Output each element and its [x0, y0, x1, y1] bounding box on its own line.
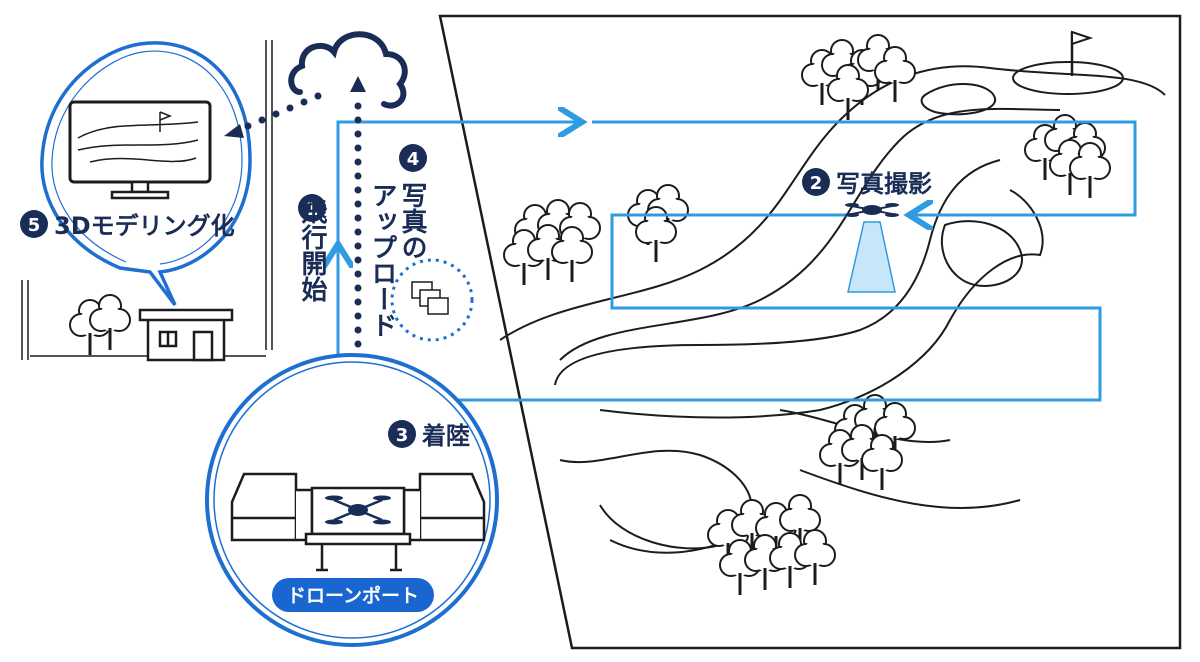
cloud-icon: [288, 31, 408, 109]
step-5: 5 3Dモデリング化: [20, 210, 235, 240]
step-4: 4 写真の アップロード: [367, 144, 427, 338]
step-2-number: 2: [810, 173, 823, 194]
step-3: 3 着陸: [388, 420, 470, 450]
monitor-icon: [68, 100, 212, 200]
drone-on-port-icon: [325, 495, 391, 525]
step-1: 1 飛行開始: [297, 194, 328, 302]
golf-flag-icon: [1070, 30, 1094, 76]
step-4-label-line2: アップロード: [367, 182, 397, 338]
step-2: 2 写真撮影: [802, 168, 932, 198]
photo-stack-icon: [390, 258, 474, 342]
drone-port-icon: [230, 472, 486, 572]
step-4-label-line1: 写真の: [397, 182, 427, 260]
drone-port-label-text: ドローンポート: [287, 584, 419, 607]
download-dotted-line: [224, 92, 322, 138]
building-icon: [138, 308, 234, 362]
step-3-label: 着陸: [422, 422, 470, 450]
step-3-number: 3: [396, 425, 409, 446]
step-1-label: 飛行開始: [297, 198, 328, 302]
drone-port-label: ドローンポート: [272, 578, 434, 612]
step-4-number: 4: [407, 149, 420, 170]
step-1-number: 1: [306, 199, 319, 220]
step-5-number: 5: [28, 215, 41, 236]
drone-icon: [845, 203, 899, 217]
step-5-label: 3Dモデリング化: [54, 212, 235, 240]
camera-beam: [847, 221, 896, 293]
step-2-label: 写真撮影: [836, 170, 932, 198]
